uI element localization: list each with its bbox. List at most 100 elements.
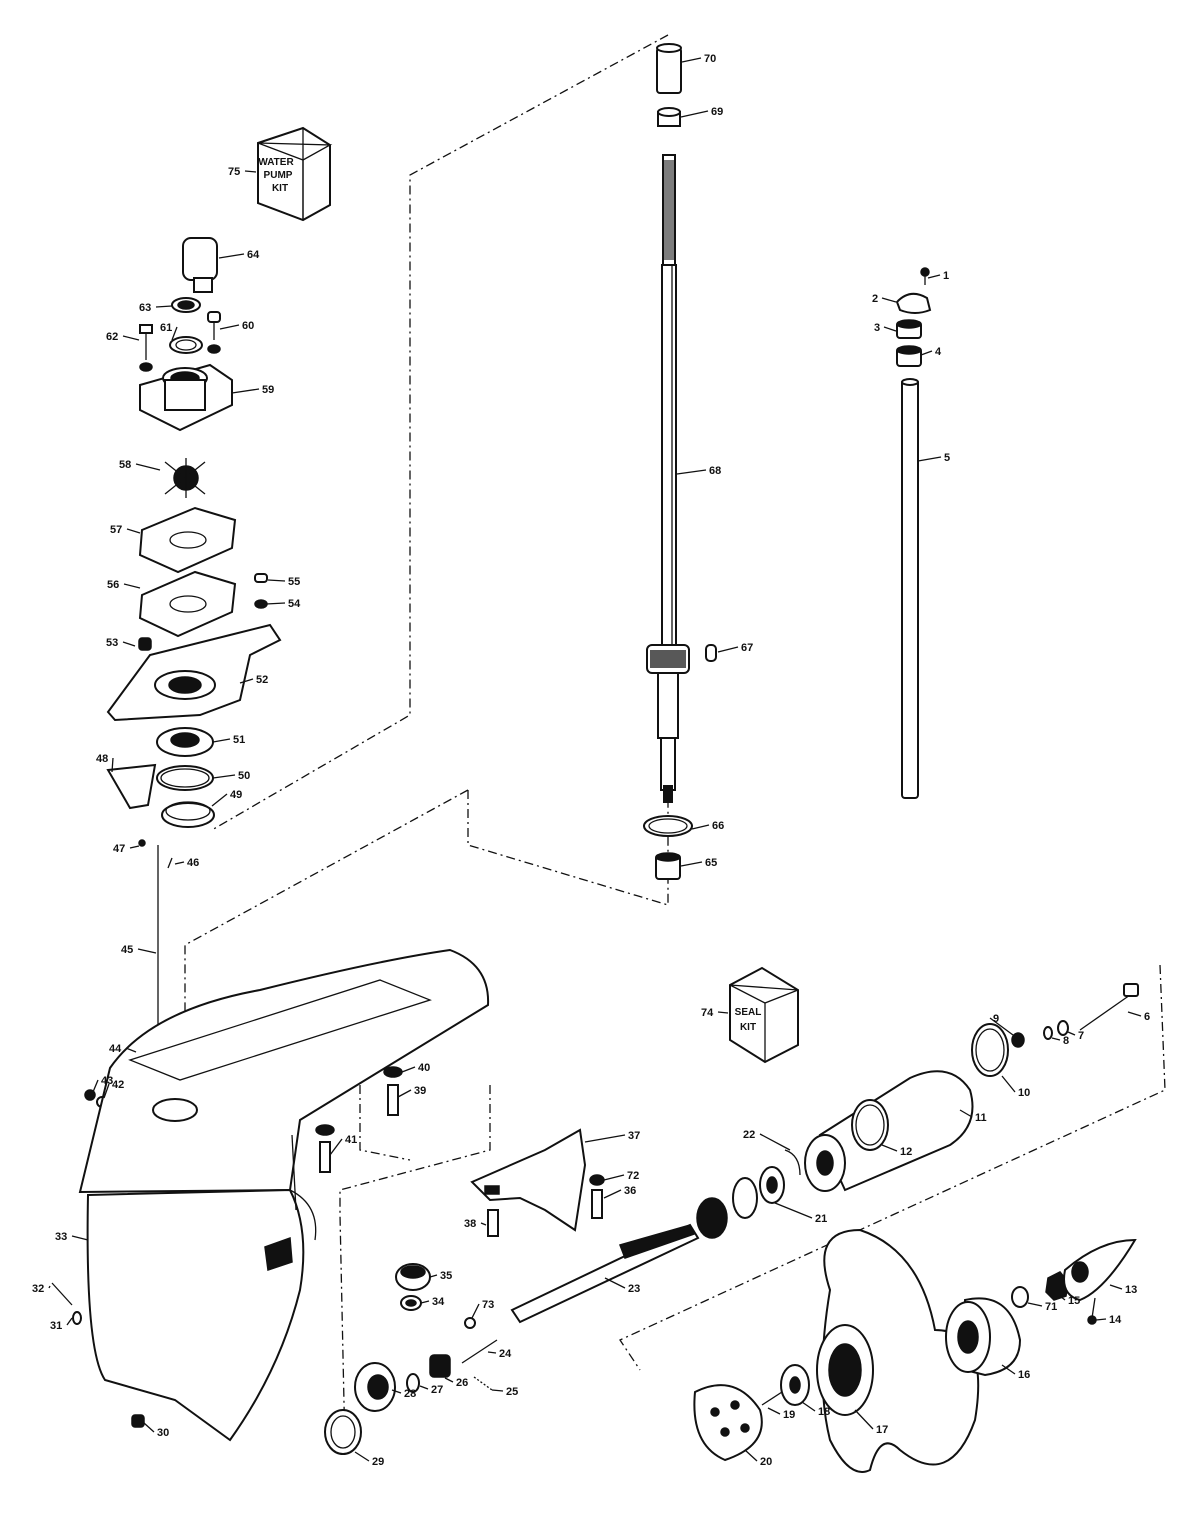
washer-54a [139, 362, 153, 372]
callout-19: 19 [783, 1409, 795, 1421]
leader-line-33 [71, 1235, 89, 1241]
washer-31 [72, 1311, 82, 1325]
callout-32: 32 [32, 1283, 44, 1295]
leader-line-46 [174, 861, 185, 865]
screw-55 [254, 573, 268, 583]
water-pump-kit-line-1: WATER [258, 157, 294, 168]
callout-45: 45 [121, 944, 133, 956]
leader-line-3 [883, 326, 897, 332]
leader-line-58 [135, 463, 161, 471]
retaining-ring-22 [784, 1149, 801, 1176]
washer-18 [780, 1364, 810, 1406]
gear-28 [354, 1362, 396, 1412]
leader-line-54 [265, 602, 286, 605]
base-plate-52 [106, 623, 282, 722]
leader-line-27 [419, 1385, 429, 1390]
leader-line-41 [329, 1138, 343, 1156]
gear-assembly-21 [696, 1166, 785, 1239]
leader-line-9 [989, 1017, 1014, 1036]
callout-labels: 1234567891011121314151617181920212223242… [32, 53, 1150, 1468]
callout-16: 16 [1018, 1369, 1030, 1381]
callout-27: 27 [431, 1384, 443, 1396]
callout-33: 33 [55, 1231, 67, 1243]
callout-55: 55 [288, 576, 300, 588]
washer-8 [1043, 1026, 1053, 1040]
propeller-shaft-23 [510, 1223, 700, 1324]
driveshaft-seal-69 [657, 107, 681, 127]
leader-line-62 [122, 335, 140, 341]
callout-10: 10 [1018, 1087, 1030, 1099]
screw-19 [761, 1391, 783, 1406]
callout-73: 73 [482, 1299, 494, 1311]
callout-51: 51 [233, 734, 245, 746]
leader-line-18 [801, 1401, 816, 1412]
leader-line-43 [92, 1079, 99, 1093]
callout-26: 26 [456, 1377, 468, 1389]
callout-5: 5 [944, 452, 950, 464]
callout-40: 40 [418, 1062, 430, 1074]
thrust-hub-16 [945, 1297, 1022, 1377]
callout-14: 14 [1109, 1314, 1122, 1326]
pin-73 [464, 1317, 476, 1329]
callout-28: 28 [404, 1388, 416, 1400]
screw-32 [51, 1282, 73, 1306]
callout-25: 25 [506, 1386, 518, 1398]
seal-ring-49 [161, 801, 215, 828]
callout-7: 7 [1078, 1030, 1084, 1042]
impeller-housing-59 [139, 363, 233, 432]
washer-40a [383, 1066, 403, 1078]
driveshaft-bushing-70 [656, 43, 682, 94]
leader-line-66 [691, 824, 710, 830]
leader-line-40 [401, 1066, 416, 1073]
leader-line-48 [111, 757, 114, 773]
leader-line-5 [917, 456, 942, 462]
leader-line-67 [717, 646, 739, 653]
gasket-56 [138, 570, 237, 638]
washer-7 [1057, 1020, 1069, 1036]
grommet-61 [169, 336, 203, 354]
leader-line-4 [920, 350, 933, 356]
callout-70: 70 [704, 53, 716, 65]
leader-line-2 [881, 297, 897, 303]
callout-34: 34 [432, 1296, 445, 1308]
leader-line-6 [1127, 1011, 1142, 1017]
washer-71 [1011, 1286, 1029, 1308]
callout-62: 62 [106, 331, 118, 343]
leader-line-47 [129, 845, 140, 849]
seal-kit-box: SEAL KIT [729, 966, 799, 1064]
callout-37: 37 [628, 1130, 640, 1142]
washer-54b [207, 344, 221, 354]
leader-line-15 [1059, 1295, 1066, 1301]
leader-line-39 [397, 1089, 412, 1098]
leader-line-52 [239, 678, 254, 684]
callout-41: 41 [345, 1134, 357, 1146]
nut-9 [1011, 1032, 1025, 1048]
o-ring-50 [156, 765, 214, 791]
leader-line-20 [744, 1449, 758, 1462]
callout-72: 72 [627, 1170, 639, 1182]
callout-24: 24 [499, 1348, 512, 1360]
screw-14 [1087, 1297, 1097, 1325]
leader-line-70 [681, 57, 702, 63]
leader-line-57 [126, 528, 141, 534]
callout-42: 42 [112, 1079, 124, 1091]
leader-line-10 [1001, 1075, 1016, 1093]
seal-kit-line-2: KIT [740, 1022, 756, 1033]
leader-line-49 [211, 793, 228, 807]
washer-72 [589, 1174, 605, 1186]
pump-cover-64 [182, 237, 218, 293]
leader-line-25 [491, 1389, 504, 1392]
leader-line-51 [212, 738, 231, 743]
leader-line-37 [584, 1134, 626, 1143]
callout-75: 75 [228, 166, 240, 178]
callout-22: 22 [743, 1129, 755, 1141]
callout-49: 49 [230, 789, 242, 801]
screw-62 [139, 324, 153, 360]
bearing-carrier-11 [804, 1070, 974, 1192]
bearing-29 [324, 1409, 362, 1455]
guide-line-carrier [359, 1085, 411, 1161]
clutch-26 [429, 1354, 451, 1378]
leader-line-65 [680, 861, 703, 867]
callout-60: 60 [242, 320, 254, 332]
